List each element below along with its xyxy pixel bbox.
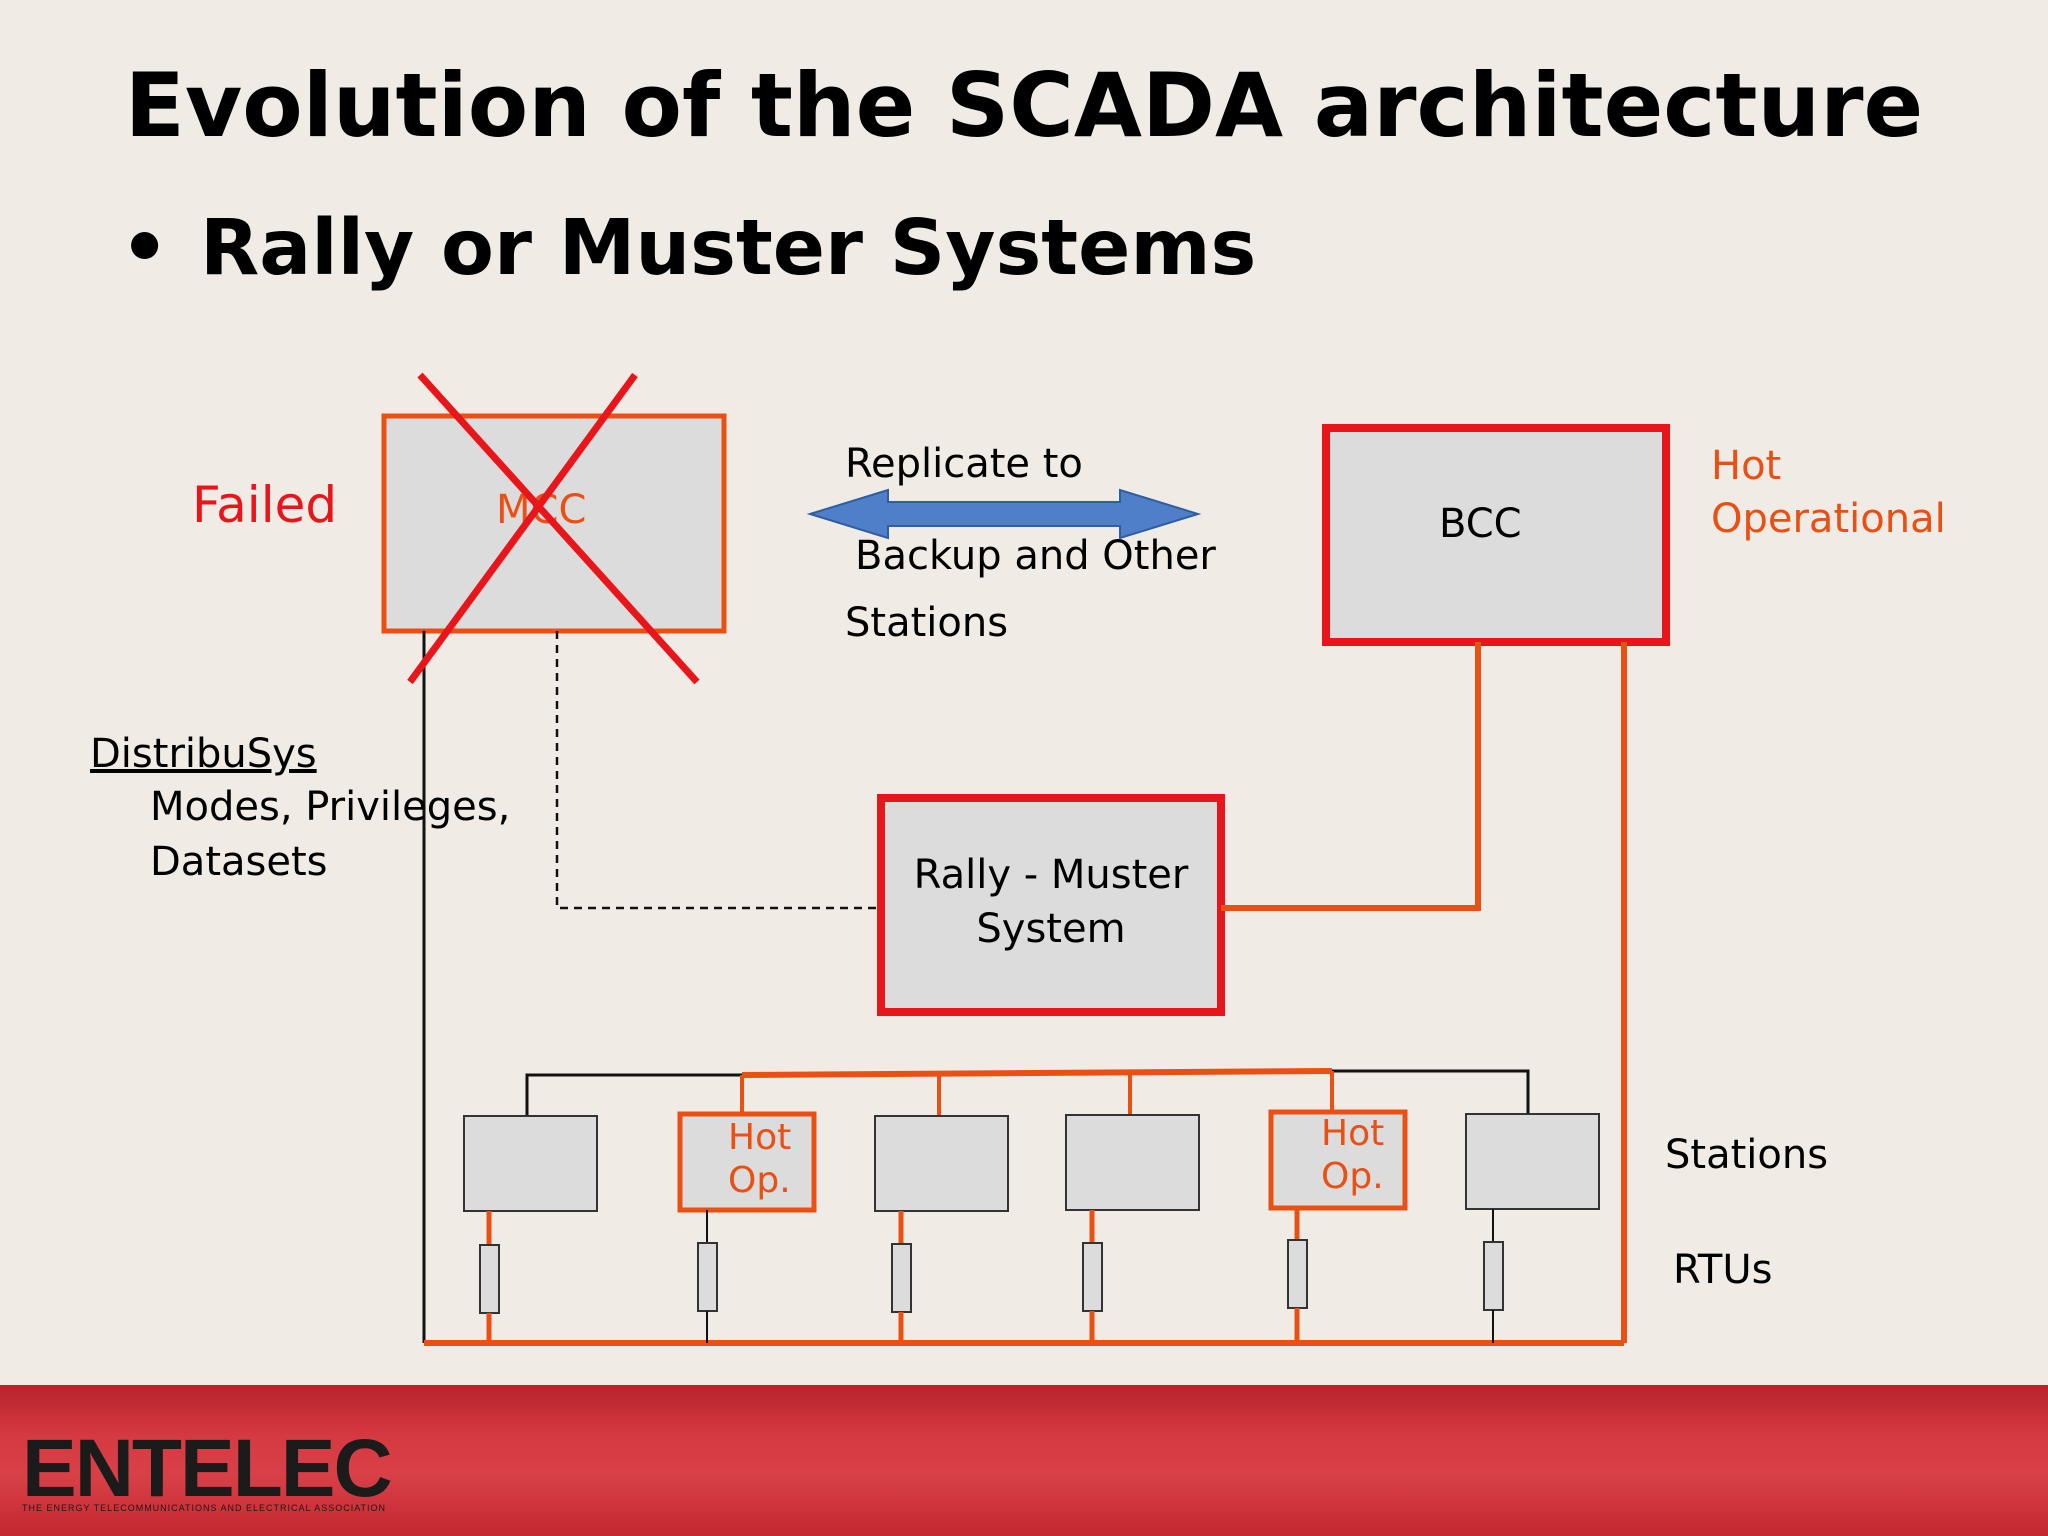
bullet-text: Rally or Muster Systems (200, 204, 1257, 293)
station-2-hot-line-1: Hot (728, 1117, 792, 1158)
bcc-status-line-2: Operational (1711, 496, 1946, 542)
station-5-hot (1268, 1109, 1408, 1211)
station-bus-black-right (1332, 1069, 1530, 1114)
station-1 (463, 1115, 598, 1212)
entelec-logo: ENTELEC (22, 1423, 393, 1514)
station-6 (1465, 1113, 1600, 1210)
station-5-hot-line-1: Hot (1321, 1113, 1385, 1154)
bcc-label: BCC (1439, 501, 1522, 547)
bullet-point: • Rally or Muster Systems (120, 204, 1257, 294)
distribusys-heading: DistribuSys (90, 731, 317, 777)
replicate-arrow (806, 488, 1202, 540)
station-bus-orange (741, 1068, 1333, 1078)
mcc-rally-dashed-link (555, 631, 881, 910)
stations-label: Stations (1665, 1132, 1829, 1178)
slide-title: Evolution of the SCADA architecture (124, 54, 1924, 157)
bcc-box (1322, 424, 1670, 646)
station-2-hot (677, 1111, 817, 1213)
failed-label: Failed (192, 476, 338, 534)
station-2-hot-line-2: Op. (728, 1160, 791, 1201)
footer-bar (0, 1385, 2048, 1536)
bcc-rally-link (1221, 642, 1481, 911)
rally-label-line-2: System (976, 906, 1126, 952)
station-3 (874, 1115, 1009, 1212)
distribusys-line-1: Modes, Privileges, (150, 784, 511, 830)
mcc-box (381, 413, 727, 634)
rtus-label: RTUs (1673, 1247, 1773, 1293)
entelec-logo-tagline: THE ENERGY TELECOMMUNICATIONS AND ELECTR… (22, 1503, 387, 1513)
replicate-line-3: Stations (845, 600, 1009, 646)
station-bus-black-left (525, 1073, 742, 1116)
station-5-hot-line-2: Op. (1321, 1156, 1384, 1197)
bcc-status-line-1: Hot (1711, 443, 1782, 489)
replicate-line-1: Replicate to (845, 441, 1083, 487)
replicate-line-2: Backup and Other (855, 533, 1216, 579)
distribusys-line-2: Datasets (150, 839, 328, 885)
rally-label-line-1: Rally - Muster (913, 852, 1189, 898)
rally-muster-box (877, 794, 1225, 1016)
bullet-dot: • (120, 204, 170, 293)
station-4 (1065, 1114, 1200, 1211)
